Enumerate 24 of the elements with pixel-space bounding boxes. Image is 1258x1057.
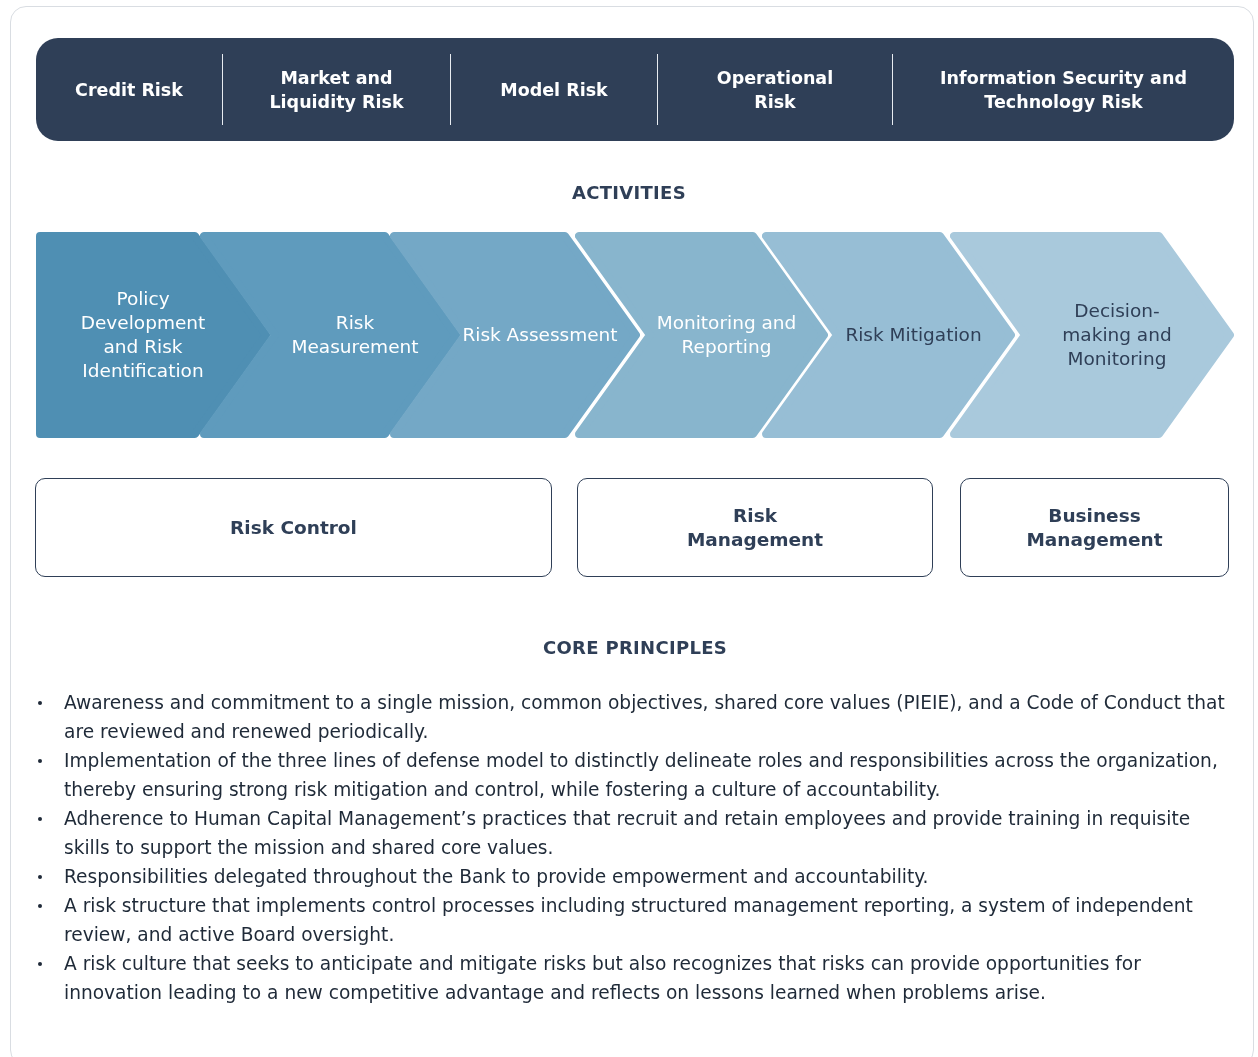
step-label: Risk Mitigation xyxy=(845,323,982,347)
function-label: Risk Management xyxy=(685,503,825,552)
principle-text: A risk culture that seeks to anticipate and mitigate risks but also recognizes that risks can provide opportunities for innovation leading to a new competitive advantage and reflects on lessons learned when problems arise. xyxy=(64,952,1142,1005)
function-label: Risk Control xyxy=(230,515,357,540)
principle-text: Implementation of the three lines of defense model to distinctly delineate roles and responsibilities across the organization, thereby ensuring strong risk mitigation and control, while fostering a culture of accountability. xyxy=(64,749,1219,802)
principle-text: Adherence to Human Capital Management’s practices that recruit and retain employees and provide training in requisite skills to support the mission and shared core values. xyxy=(64,807,1192,860)
category-label: Credit Risk xyxy=(75,78,183,102)
category-label: Model Risk xyxy=(500,78,608,102)
section-heading: ACTIVITIES xyxy=(571,182,687,203)
category-label: Operational Risk xyxy=(715,66,835,114)
category-label: Information Security and Technology Risk xyxy=(939,66,1188,114)
step-label: Risk Measurement xyxy=(290,311,420,359)
principle-text: A risk structure that implements control processes including structured management reporting, a system of independent review, and active Board oversight. xyxy=(64,894,1194,947)
section-heading: CORE PRINCIPLES xyxy=(541,637,729,658)
step-label: Monitoring and Reporting xyxy=(656,311,797,359)
principle-text: Awareness and commitment to a single mission, common objectives, shared core values (PIEIE), and a Code of Conduct that are reviewed and renewed periodically. xyxy=(64,691,1226,744)
step-label: Risk Assessment xyxy=(462,323,618,347)
principle-text: Responsibilities delegated throughout the Bank to provide empowerment and accountability. xyxy=(64,865,929,889)
category-label: Market and Liquidity Risk xyxy=(268,66,405,114)
function-box xyxy=(577,478,933,577)
step-label: Decision-making and Monitoring xyxy=(1061,299,1173,371)
function-box xyxy=(35,478,552,577)
function-label: Business Management xyxy=(1025,503,1164,552)
function-box xyxy=(960,478,1229,577)
